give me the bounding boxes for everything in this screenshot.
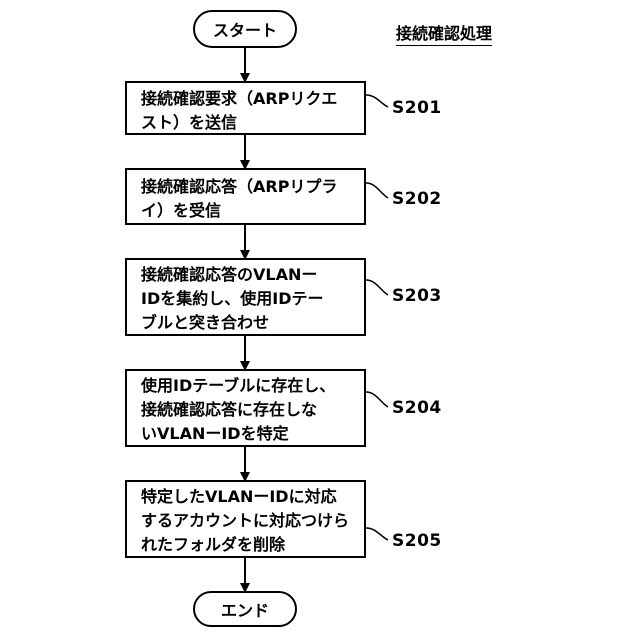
process-box-s202: 接続確認応答（ARPリプラ イ）を受信 [125, 168, 366, 225]
process-box-s201: 接続確認要求（ARPリクエ スト）を送信 [125, 81, 366, 135]
leader-s203 [366, 280, 388, 295]
leader-s201 [366, 95, 388, 107]
end-node: エンド [193, 591, 297, 627]
end-label: エンド [221, 597, 269, 621]
step-label-s203: S203 [392, 286, 442, 306]
step-label-s201: S201 [392, 98, 442, 118]
start-node: スタート [193, 10, 297, 48]
start-label: スタート [213, 17, 277, 41]
process-box-s204: 使用IDテーブルに存在し、 接続確認応答に存在しな いVLANーIDを特定 [125, 369, 366, 447]
process-box-s205: 特定したVLANーIDに対応 するアカウントに対応つけら れたフォルダを削除 [125, 480, 366, 558]
step-label-s204: S204 [392, 398, 442, 418]
step-label-s205: S205 [392, 531, 442, 551]
leader-s202 [366, 183, 388, 198]
leader-s205 [366, 528, 388, 540]
leader-s204 [366, 392, 388, 407]
step-label-s202: S202 [392, 189, 442, 209]
diagram-title: 接続確認処理 [396, 20, 492, 46]
process-box-s203: 接続確認応答のVLANー IDを集約し、使用IDテー ブルと突き合わせ [125, 258, 366, 336]
